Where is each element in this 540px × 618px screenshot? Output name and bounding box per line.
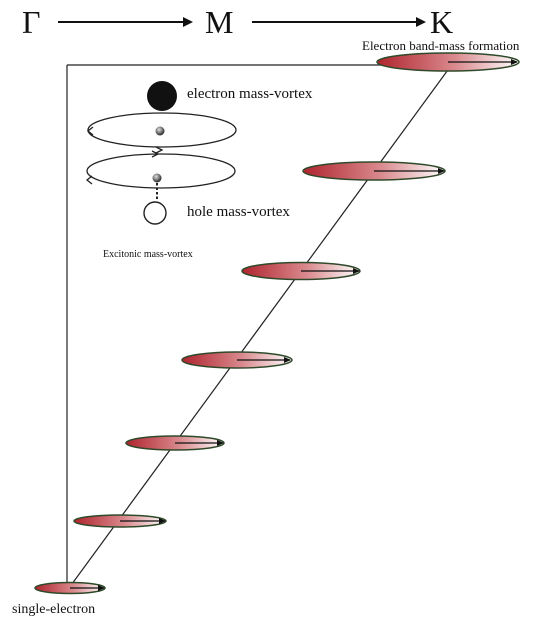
diagonal-line: [68, 62, 454, 589]
electron-vortex-label: electron mass-vortex: [187, 86, 313, 102]
excitonic-label: Excitonic mass-vortex: [103, 249, 193, 260]
electron-small-ball: [155, 126, 165, 136]
k-point-label: K: [430, 4, 453, 40]
hole-vortex-label: hole mass-vortex: [187, 204, 290, 220]
gamma-point-label: Γ: [22, 4, 41, 40]
lower-orbit: [86, 153, 236, 189]
upper-orbit: [87, 112, 237, 148]
hole-ball: [143, 201, 167, 225]
m-point-label: M: [205, 4, 233, 40]
electron-ball: [147, 81, 177, 111]
hole-small-ball: [152, 173, 162, 183]
upper-orbit-arrow-bottom-icon: [155, 146, 164, 154]
lower-orbit-arrow-icon: [85, 175, 93, 185]
single-electron-label: single-electron: [12, 602, 95, 617]
lower-orbit-arrow-top-icon: [151, 150, 160, 158]
mass-ellipses: [34, 52, 520, 595]
upper-orbit-arrow-icon: [86, 126, 94, 136]
excitonic-vortex-inset: electron mass-vortex hole mass-vortex Ex…: [85, 81, 313, 260]
band-mass-label: Electron band-mass formation: [362, 38, 520, 53]
